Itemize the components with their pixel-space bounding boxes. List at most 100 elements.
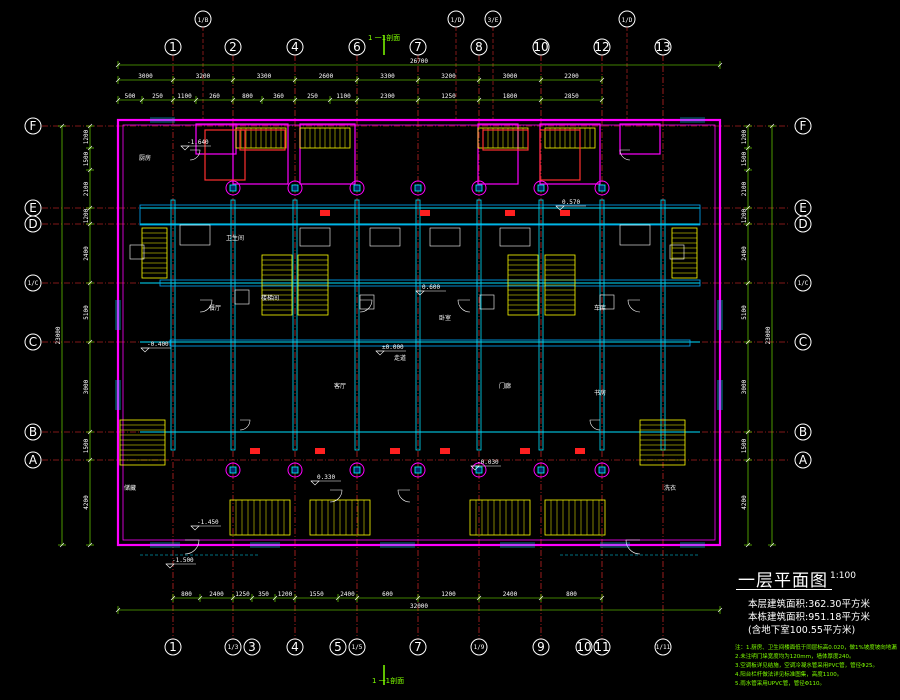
axis-label: 2 — [229, 40, 237, 54]
dim-value: 2400 — [209, 591, 224, 598]
dim-slash — [354, 77, 360, 83]
elevation-triangle — [190, 525, 200, 531]
axis-label: E — [799, 201, 807, 215]
dim-slash — [599, 77, 605, 83]
dim-slash — [717, 62, 723, 68]
column-core — [229, 466, 237, 474]
outer-wall-inner — [122, 124, 716, 541]
dim-slash — [415, 77, 421, 83]
elevation-value: -1.640 — [187, 139, 209, 146]
elevation-value: 0.600 — [422, 284, 440, 291]
dim-value: 800 — [242, 93, 253, 100]
axis-bubble-circle — [329, 638, 347, 656]
dim-slash — [87, 542, 93, 548]
axis-bubble-circle — [24, 215, 42, 233]
section-cut-top: 1 一1剖面 — [368, 34, 401, 42]
red-tag — [420, 210, 430, 216]
axis-bubble-sub: 1/D — [618, 10, 636, 120]
elevation-value: -0.400 — [147, 341, 169, 348]
axis-bubble-circle — [24, 451, 42, 469]
stair-core-outline — [204, 129, 246, 181]
room-label: 厨房 — [139, 154, 151, 162]
elevation-marker: -1.640 — [180, 139, 211, 151]
elevation-triangle — [310, 480, 320, 486]
axis-bubble-bottom: 1/11 — [654, 638, 672, 656]
axis-bubble-circle — [470, 638, 488, 656]
axis-bubble-sub: 1/D — [447, 10, 465, 120]
axis-bubble-right: A — [794, 451, 812, 469]
axis-bubble-circle — [794, 274, 812, 292]
dim-slash — [292, 97, 298, 103]
axis-bubble-bottom: 1/5 — [348, 638, 366, 656]
room-label: 走道 — [394, 354, 406, 362]
column-wall — [292, 199, 298, 451]
column-circle — [287, 462, 303, 478]
elevation-marker: 0.330 — [310, 474, 341, 486]
dim-slash — [87, 145, 93, 151]
fixture-box — [234, 289, 250, 305]
dim-slash — [170, 97, 176, 103]
dim-value: 2850 — [564, 93, 579, 100]
room-labels: 厨房餐厅客厅卧室卫生间车库门廊储藏洗衣楼梯间走道书房 — [124, 154, 676, 492]
door-swing — [589, 419, 601, 431]
dim-slash — [259, 97, 265, 103]
dim-slash — [115, 97, 121, 103]
title-block: 一层平面图 1:100 本层建筑面积:362.30平方米 本栋建筑面积:951.… — [730, 566, 898, 636]
axis-bubble-bottom: 1 — [164, 638, 182, 656]
dim-value: 1200 — [741, 208, 748, 223]
dim-slash — [87, 205, 93, 211]
fixture-box — [669, 244, 685, 260]
dim-slash — [745, 429, 751, 435]
column-circle — [225, 462, 241, 478]
axis-bubble-bottom: 5 — [329, 638, 347, 656]
axis-label: A — [29, 453, 38, 467]
dim-value: 3000 — [503, 73, 518, 80]
room-label: 卧室 — [439, 314, 451, 322]
dim-value: 2400 — [741, 246, 748, 261]
fixture-box — [599, 294, 615, 310]
door-swing — [189, 149, 201, 161]
dim-value: 2400 — [340, 591, 355, 598]
axis-bubble-circle — [348, 38, 366, 56]
elevation-marker: -1.500 — [165, 557, 196, 569]
red-tags — [250, 210, 585, 454]
dim-value: 5100 — [83, 305, 90, 320]
column-circle — [225, 180, 241, 196]
dim-value: 32000 — [410, 603, 428, 610]
column-core — [229, 184, 237, 192]
elevation-value: ±0.000 — [382, 344, 404, 351]
axis-label: 1/C — [28, 280, 39, 287]
axis-label: 1/C — [798, 280, 809, 287]
dim-value: 1200 — [83, 208, 90, 223]
door-swing — [184, 539, 200, 555]
axis-label: D — [798, 217, 807, 231]
dim-value: 3300 — [257, 73, 272, 80]
dim-value: 26700 — [410, 58, 428, 65]
fixture-box — [129, 244, 145, 260]
dim-value: 260 — [209, 93, 220, 100]
dim-slash — [87, 221, 93, 227]
dim-value: 1250 — [235, 591, 250, 598]
note-line: 5.雨水管采用UPVC管，管径Φ110。 — [735, 681, 826, 687]
fixture-box — [299, 227, 331, 247]
axis-bubble-top: 2 — [224, 38, 242, 56]
red-tag — [320, 210, 330, 216]
axis-bubble-top: 4 — [286, 38, 304, 56]
column-core — [537, 466, 545, 474]
column-core — [291, 466, 299, 474]
elevation-value: 0.330 — [317, 474, 335, 481]
axis-bubble-circle — [286, 638, 304, 656]
note-line: 3.空调板详见结施，空调冷凝水管采用PVC管，管径Φ25。 — [735, 663, 878, 669]
column-core — [353, 184, 361, 192]
axis-bubble-circle — [575, 638, 593, 656]
elevation-value: -1.450 — [197, 519, 219, 526]
column-circle — [533, 462, 549, 478]
axis-label: E — [29, 201, 37, 215]
dim-value: 2100 — [741, 181, 748, 196]
dim-slash — [717, 607, 723, 613]
elevation-triangle — [140, 347, 150, 353]
red-tag — [250, 448, 260, 454]
column-core — [291, 184, 299, 192]
dim-slash — [292, 77, 298, 83]
